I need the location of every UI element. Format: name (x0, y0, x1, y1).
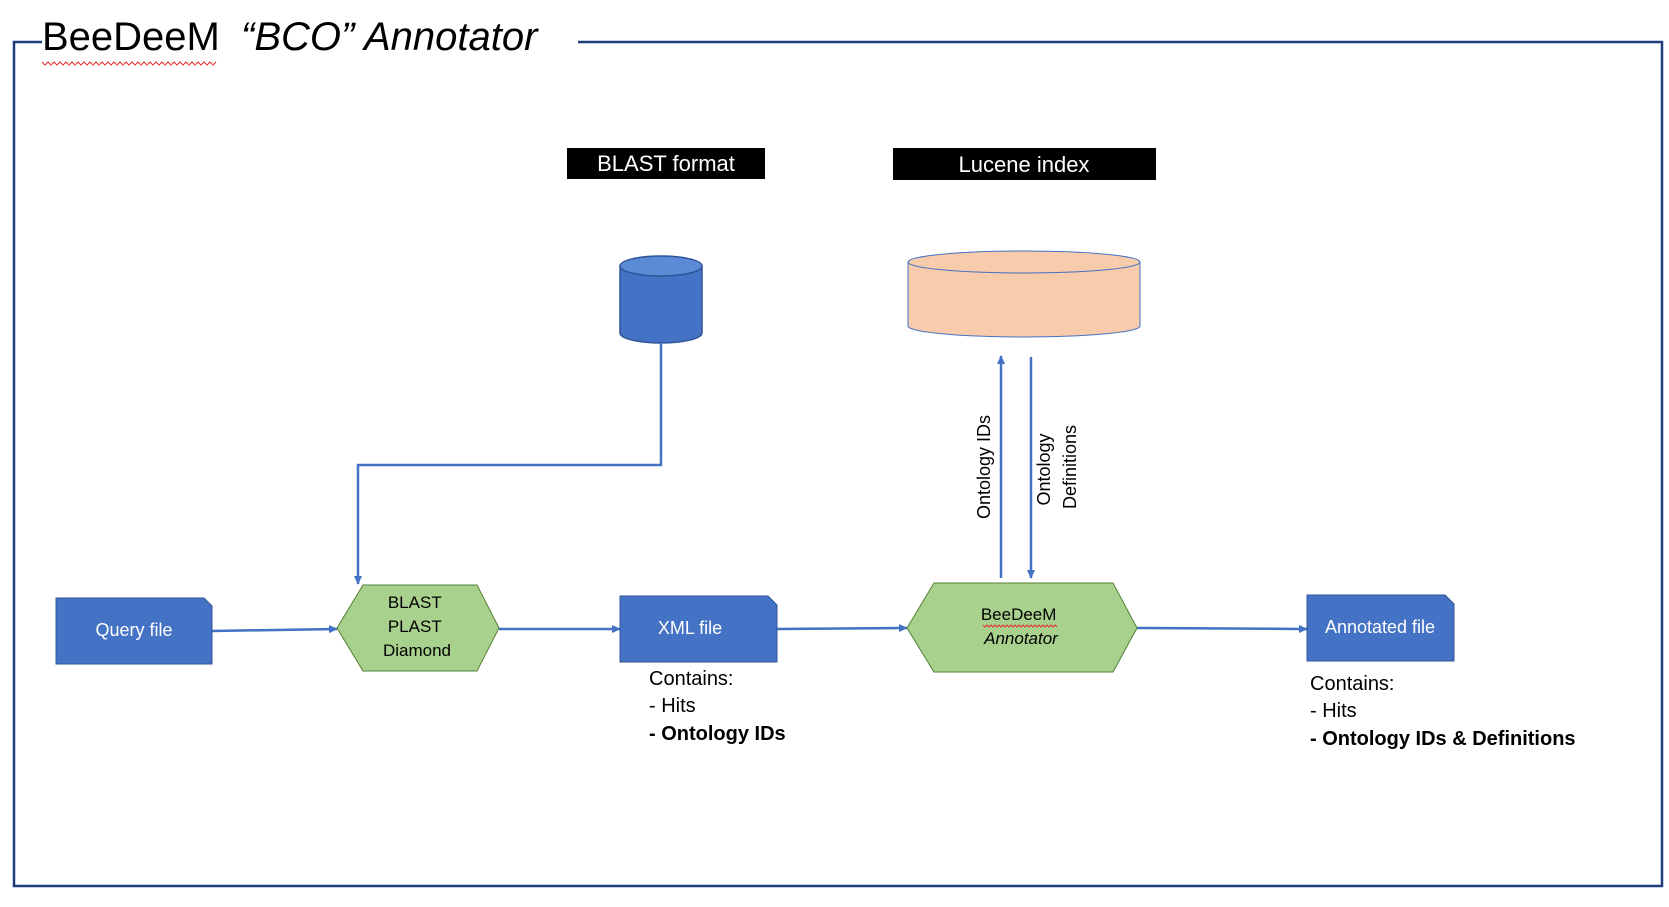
page-title: BeeDeeM “BCO” Annotator (42, 15, 539, 59)
svg-text:XML file: XML file (658, 618, 722, 638)
blast-format-label: BLAST format (567, 148, 765, 179)
xml-file-node: XML file (619, 595, 778, 663)
database-to-search-connector (354, 343, 663, 585)
svg-text:Annotated file: Annotated file (1325, 617, 1435, 637)
title-product: BeeDeeM (42, 15, 220, 59)
xml-contents-note: Contains: - Hits - Ontology IDs (649, 668, 786, 745)
svg-text:Lucene index: Lucene index (959, 152, 1090, 177)
svg-text:Query file: Query file (95, 620, 172, 640)
lucene-index-icon (907, 250, 1141, 338)
arrow-xml-to-annotator (776, 624, 908, 633)
ontology-ids-label: Ontology IDs (974, 415, 994, 519)
annotated-contents-note: Contains: - Hits - Ontology IDs & Defini… (1310, 673, 1576, 750)
annotated-file-node: Annotated file (1306, 594, 1455, 662)
spellcheck-underline-annotator (982, 624, 1058, 628)
lucene-index-label: Lucene index (893, 148, 1156, 180)
svg-text:- Hits: - Hits (649, 695, 696, 717)
title-tool: “BCO” Annotator (241, 15, 539, 59)
svg-text:- Ontology IDs: - Ontology IDs (649, 723, 786, 745)
svg-text:Contains:: Contains: (649, 668, 734, 690)
spellcheck-underline (41, 61, 217, 66)
svg-text:- Ontology IDs & Definitions: - Ontology IDs & Definitions (1310, 728, 1576, 750)
svg-text:BLAST PLAST Diamon: BLAST PLAST Diamond (383, 593, 451, 660)
ontology-definitions-label: Ontology Definitions (1034, 425, 1080, 509)
annotator-node: BeeDeeM Annotator (906, 582, 1138, 673)
svg-text:- Hits: - Hits (1310, 700, 1357, 722)
arrow-annotator-to-annotated (1136, 624, 1308, 633)
svg-text:Contains:: Contains: (1310, 673, 1395, 695)
svg-text:BeeDeeM Annotator: BeeDeeM Annotator (981, 605, 1061, 648)
arrow-query-to-search (211, 625, 338, 634)
frame-border (12, 40, 1664, 888)
query-file-node: Query file (55, 597, 213, 665)
search-tools-node: BLAST PLAST Diamond (336, 584, 500, 672)
svg-text:BLAST format: BLAST format (597, 151, 735, 176)
blast-database-icon (619, 255, 703, 344)
